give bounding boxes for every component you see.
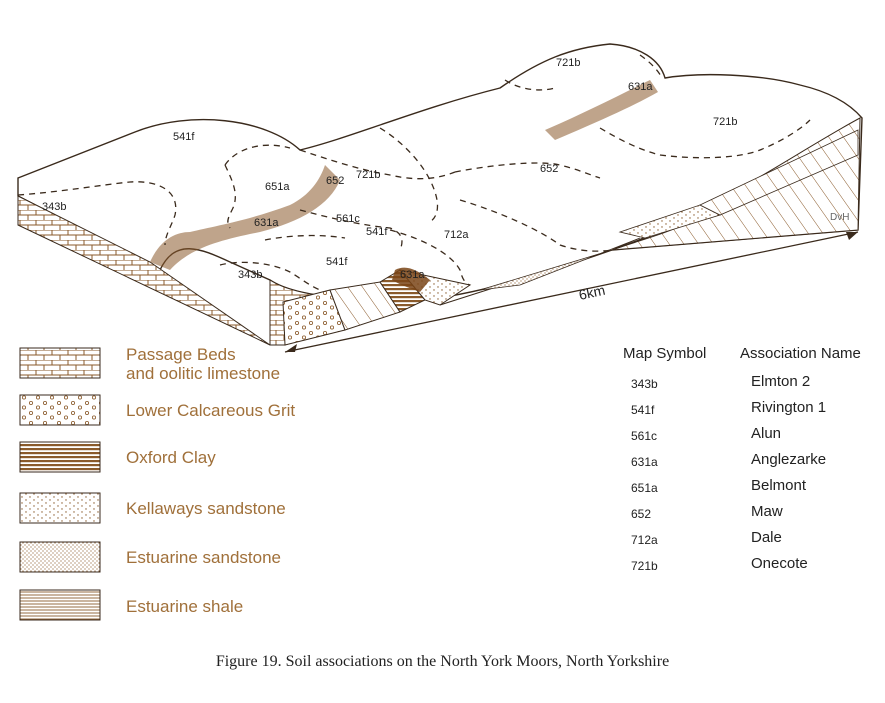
table-row-name: Onecote <box>751 555 808 572</box>
label-541f-middle: 541f <box>366 226 388 238</box>
label-343b-front: 343b <box>238 269 262 281</box>
swatch-estuarine-sandstone <box>19 541 101 573</box>
label-631a-front: 631a <box>400 269 425 281</box>
label-721b-top: 721b <box>556 57 580 69</box>
legend-label-estuarine-sandstone: Estuarine sandstone <box>126 548 281 567</box>
table-header-name: Association Name <box>740 345 861 362</box>
table-row-symbol: 651a <box>631 481 658 495</box>
label-652-right: 652 <box>540 163 558 175</box>
swatch-estuarine-shale <box>19 589 101 621</box>
table-row-symbol: 631a <box>631 455 658 469</box>
swatch-passage-beds <box>19 347 101 379</box>
label-343b-left: 343b <box>42 201 66 213</box>
table-header-symbol: Map Symbol <box>623 345 707 362</box>
scale-label: 6km <box>577 282 606 303</box>
credit-mark: DvH <box>830 212 849 223</box>
table-row-name: Rivington 1 <box>751 399 827 416</box>
scale-arrow <box>284 231 859 353</box>
legend-label-oxford-clay: Oxford Clay <box>126 448 216 467</box>
legend-label-estuarine-shale: Estuarine shale <box>126 597 244 616</box>
swatch-lower-calcareous-grit <box>19 394 101 426</box>
block-labels: 343b 541f 651a 652 721b 631a 561c 541f 7… <box>42 57 737 281</box>
table-row-name: Maw <box>751 503 783 520</box>
table-row-name: Elmton 2 <box>751 373 811 390</box>
table-row-symbol: 721b <box>631 559 658 573</box>
label-631a-left: 631a <box>254 217 279 229</box>
table-row-name: Dale <box>751 529 782 546</box>
label-651a: 651a <box>265 181 290 193</box>
table-row-name: Anglezarke <box>751 451 827 468</box>
table-row-symbol: 712a <box>631 533 658 547</box>
legend-label-kellaways-sandstone: Kellaways sandstone <box>126 499 286 518</box>
block-top-surface <box>17 43 863 353</box>
label-712a: 712a <box>444 229 469 241</box>
figure-caption: Figure 19. Soil associations on the Nort… <box>215 653 670 670</box>
swatch-oxford-clay <box>19 441 101 473</box>
table-row-symbol: 541f <box>631 403 655 417</box>
table-row-symbol: 561c <box>631 429 658 443</box>
label-721b-right: 721b <box>713 116 737 128</box>
label-721b-centre: 721b <box>356 169 380 181</box>
table-row-name: Belmont <box>751 477 807 494</box>
label-541f-upper: 541f <box>173 131 195 143</box>
label-561c: 561c <box>336 213 360 225</box>
label-541f-front: 541f <box>326 256 348 268</box>
table-row-symbol: 343b <box>631 377 658 391</box>
legend-swatches <box>19 347 101 621</box>
label-631a-top: 631a <box>628 81 653 93</box>
legend-label-passage-beds: Passage Beds and oolitic limestone <box>126 345 281 383</box>
legend-label-lower-calcareous-grit: Lower Calcareous Grit <box>126 401 296 420</box>
swatch-kellaways-sandstone <box>19 492 101 524</box>
label-652-scarp: 652 <box>326 175 344 187</box>
table-row-name: Alun <box>751 425 782 442</box>
table-row-symbol: 652 <box>631 507 652 521</box>
